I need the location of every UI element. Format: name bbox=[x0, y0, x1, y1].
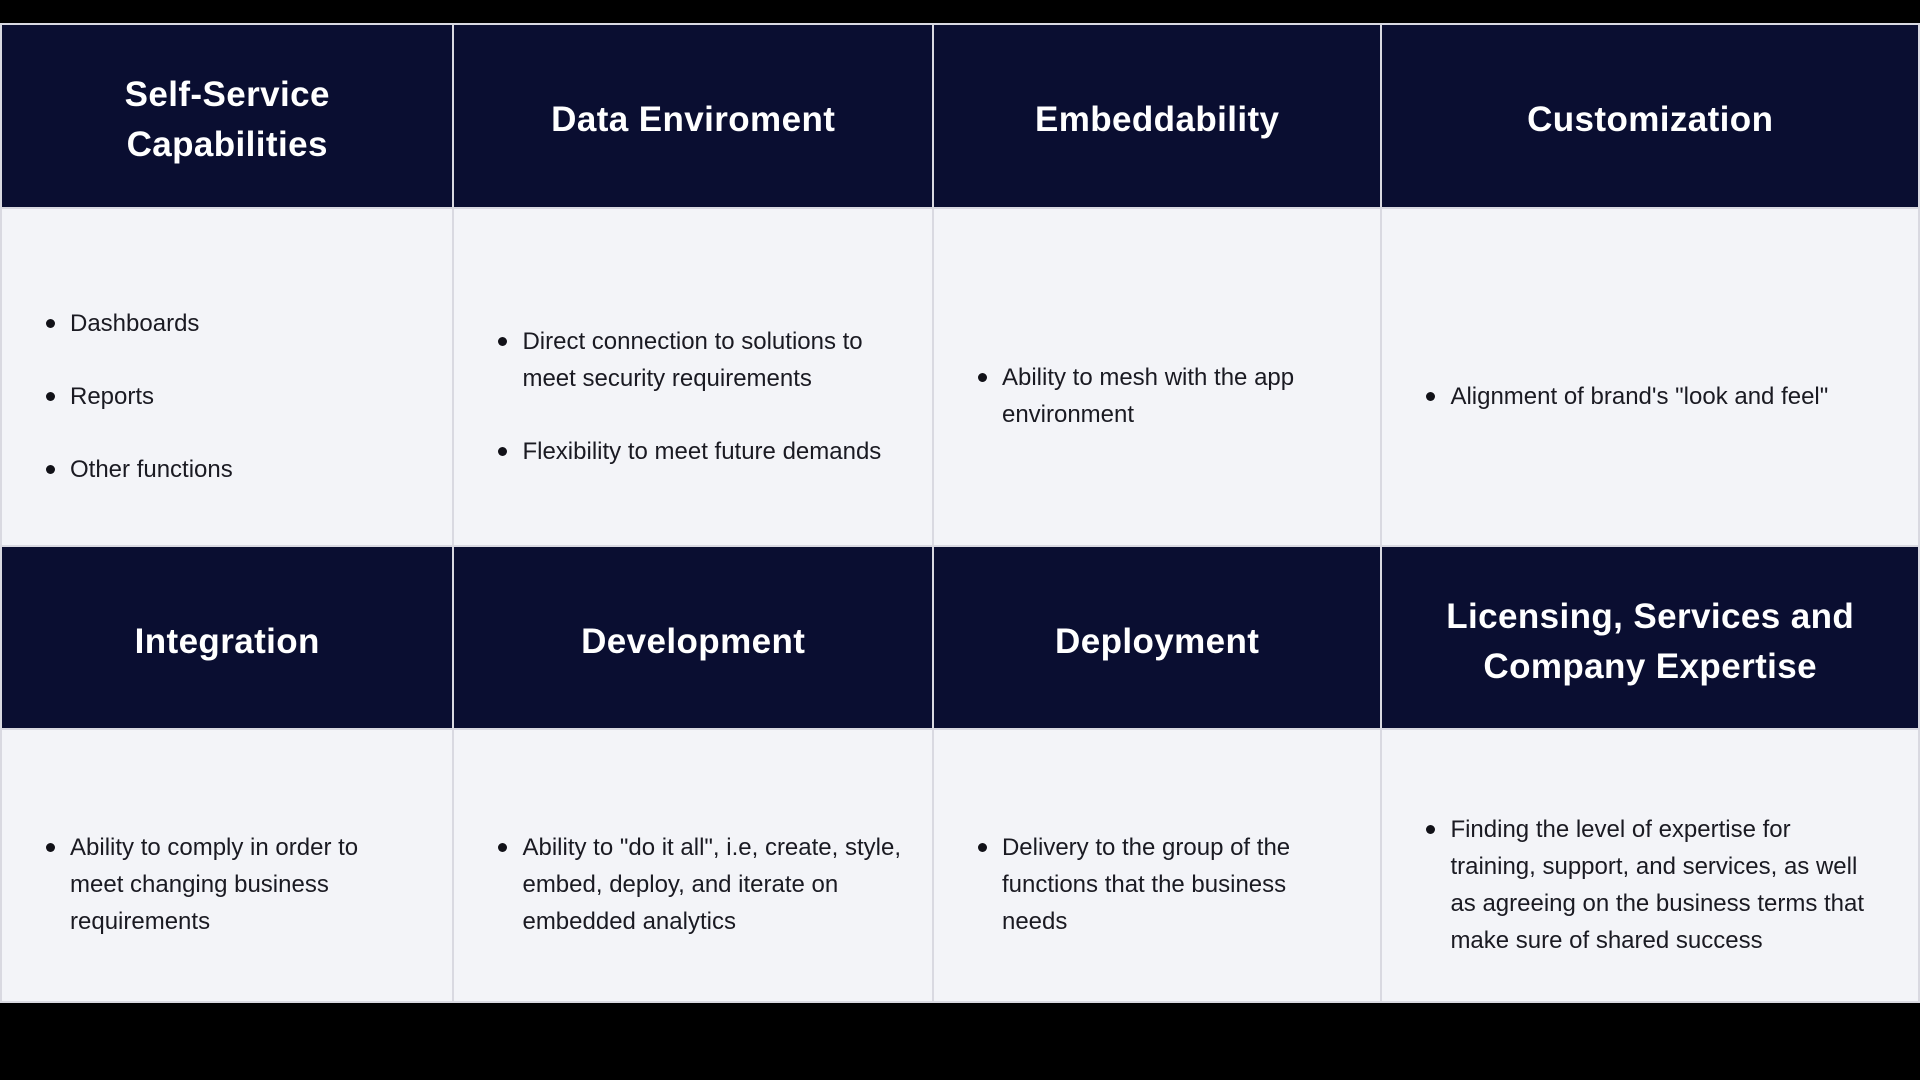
body-cell-self-service-capabilities: Dashboards Reports Other functions bbox=[2, 209, 453, 545]
body-cell-development: Ability to "do it all", i.e, create, sty… bbox=[454, 730, 932, 1001]
bullet-list: Ability to mesh with the app environment bbox=[976, 359, 1294, 433]
section-title: Self-Service Capabilities bbox=[124, 75, 330, 164]
section-title: Licensing, Services and Company Expertis… bbox=[1446, 596, 1855, 686]
header-cell-integration: Integration bbox=[2, 547, 453, 728]
body-cell-integration: Ability to comply in order to meet chang… bbox=[2, 730, 453, 1001]
bullet-list: Alignment of brand's "look and feel" bbox=[1424, 378, 1828, 415]
bullet-item: Flexibility to meet future demands bbox=[496, 433, 881, 470]
header-cell-deployment: Deployment bbox=[933, 547, 1381, 728]
header-cell-licensing-services-expertise: Licensing, Services and Company Expertis… bbox=[1382, 547, 1918, 728]
header-cell-customization: Customization bbox=[1382, 25, 1918, 207]
bullet-item: Other functions bbox=[44, 451, 233, 488]
section-title: Data Enviroment bbox=[551, 100, 836, 139]
bullet-list: Delivery to the group of the functions t… bbox=[976, 829, 1290, 940]
bullet-item: Alignment of brand's "look and feel" bbox=[1424, 378, 1828, 415]
body-cell-data-enviroment: Direct connection to solutions to meet s… bbox=[454, 209, 932, 545]
bullet-item: Direct connection to solutions to meet s… bbox=[496, 323, 881, 397]
bullet-item: Reports bbox=[44, 378, 233, 415]
bullet-item: Dashboards bbox=[44, 305, 233, 342]
bullet-item: Ability to "do it all", i.e, create, sty… bbox=[496, 829, 901, 940]
bullet-item: Ability to mesh with the app environment bbox=[976, 359, 1294, 433]
top-letterbox bbox=[0, 0, 1920, 23]
body-cell-deployment: Delivery to the group of the functions t… bbox=[933, 730, 1381, 1001]
body-cell-customization: Alignment of brand's "look and feel" bbox=[1382, 209, 1918, 545]
bullet-list: Dashboards Reports Other functions bbox=[44, 305, 233, 488]
header-cell-embeddability: Embeddability bbox=[933, 25, 1381, 207]
body-cell-embeddability: Ability to mesh with the app environment bbox=[933, 209, 1381, 545]
bullet-list: Finding the level of expertise for train… bbox=[1424, 811, 1864, 959]
section-title: Deployment bbox=[1055, 621, 1260, 661]
bullet-list: Direct connection to solutions to meet s… bbox=[496, 323, 881, 470]
section-title: Customization bbox=[1527, 100, 1774, 139]
bullet-item: Ability to comply in order to meet chang… bbox=[44, 829, 358, 940]
bullet-list: Ability to comply in order to meet chang… bbox=[44, 829, 358, 940]
section-title: Development bbox=[581, 621, 806, 661]
comparison-table: Self-Service Capabilities Data Enviromen… bbox=[0, 23, 1920, 1003]
header-cell-data-enviroment: Data Enviroment bbox=[454, 25, 932, 207]
body-cell-licensing-services-expertise: Finding the level of expertise for train… bbox=[1382, 730, 1918, 1001]
header-cell-development: Development bbox=[454, 547, 932, 728]
bullet-item: Finding the level of expertise for train… bbox=[1424, 811, 1864, 959]
section-title: Integration bbox=[134, 621, 320, 661]
header-cell-self-service-capabilities: Self-Service Capabilities bbox=[2, 25, 453, 207]
bullet-item: Delivery to the group of the functions t… bbox=[976, 829, 1290, 940]
bullet-list: Ability to "do it all", i.e, create, sty… bbox=[496, 829, 901, 940]
bottom-letterbox bbox=[0, 1003, 1920, 1080]
section-title: Embeddability bbox=[1034, 100, 1280, 139]
